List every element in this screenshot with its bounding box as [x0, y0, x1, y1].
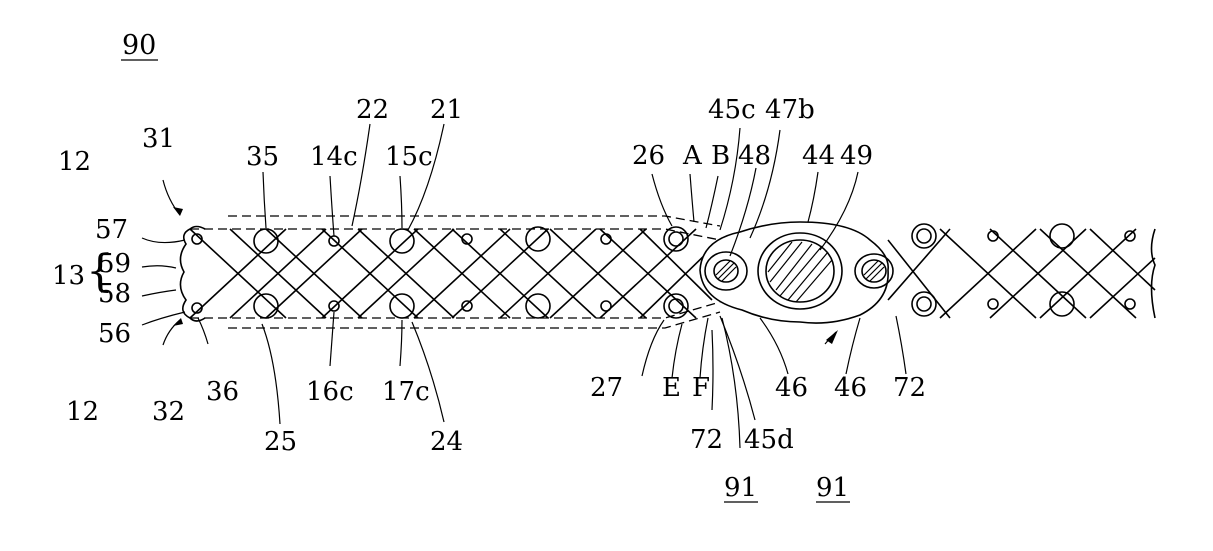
label-56: 56: [98, 319, 131, 349]
label-E: E: [662, 373, 681, 403]
label-32: 32: [152, 397, 185, 427]
label-45c: 45c: [708, 95, 756, 125]
label-72-left: 72: [690, 425, 723, 455]
lattice-left: [180, 227, 712, 322]
figure-number: 90: [122, 30, 156, 61]
label-15c: 15c: [385, 142, 433, 172]
label-17c: 17c: [382, 377, 430, 407]
label-27: 27: [590, 373, 623, 403]
label-26: 26: [632, 141, 665, 171]
label-72-right: 72: [893, 373, 926, 403]
label-49: 49: [840, 141, 873, 171]
label-B: B: [711, 141, 730, 171]
label-31: 31: [142, 124, 175, 154]
hinge-body: [700, 222, 893, 323]
label-24: 24: [430, 427, 463, 457]
label-47b: 47b: [765, 95, 815, 125]
label-12-bottom: 12: [66, 397, 99, 427]
label-46-left: 46: [775, 373, 808, 403]
label-16c: 16c: [306, 377, 354, 407]
label-22: 22: [356, 95, 389, 125]
label-59: 59: [98, 249, 131, 279]
label-36: 36: [206, 377, 239, 407]
label-35: 35: [246, 142, 279, 172]
label-21: 21: [430, 95, 463, 125]
label-13: 13: [52, 261, 85, 291]
label-91-left: 91: [724, 473, 757, 503]
label-57: 57: [95, 215, 128, 245]
lattice-right: [888, 224, 1155, 318]
label-45d: 45d: [744, 425, 794, 455]
label-58: 58: [98, 279, 131, 309]
label-44: 44: [802, 141, 835, 171]
label-46-right: 46: [834, 373, 867, 403]
label-F: F: [692, 373, 710, 403]
label-25: 25: [264, 427, 297, 457]
label-48: 48: [738, 141, 771, 171]
label-91-right: 91: [816, 473, 849, 503]
label-14c: 14c: [310, 142, 358, 172]
label-A: A: [682, 141, 703, 171]
label-12-top: 12: [58, 147, 91, 177]
